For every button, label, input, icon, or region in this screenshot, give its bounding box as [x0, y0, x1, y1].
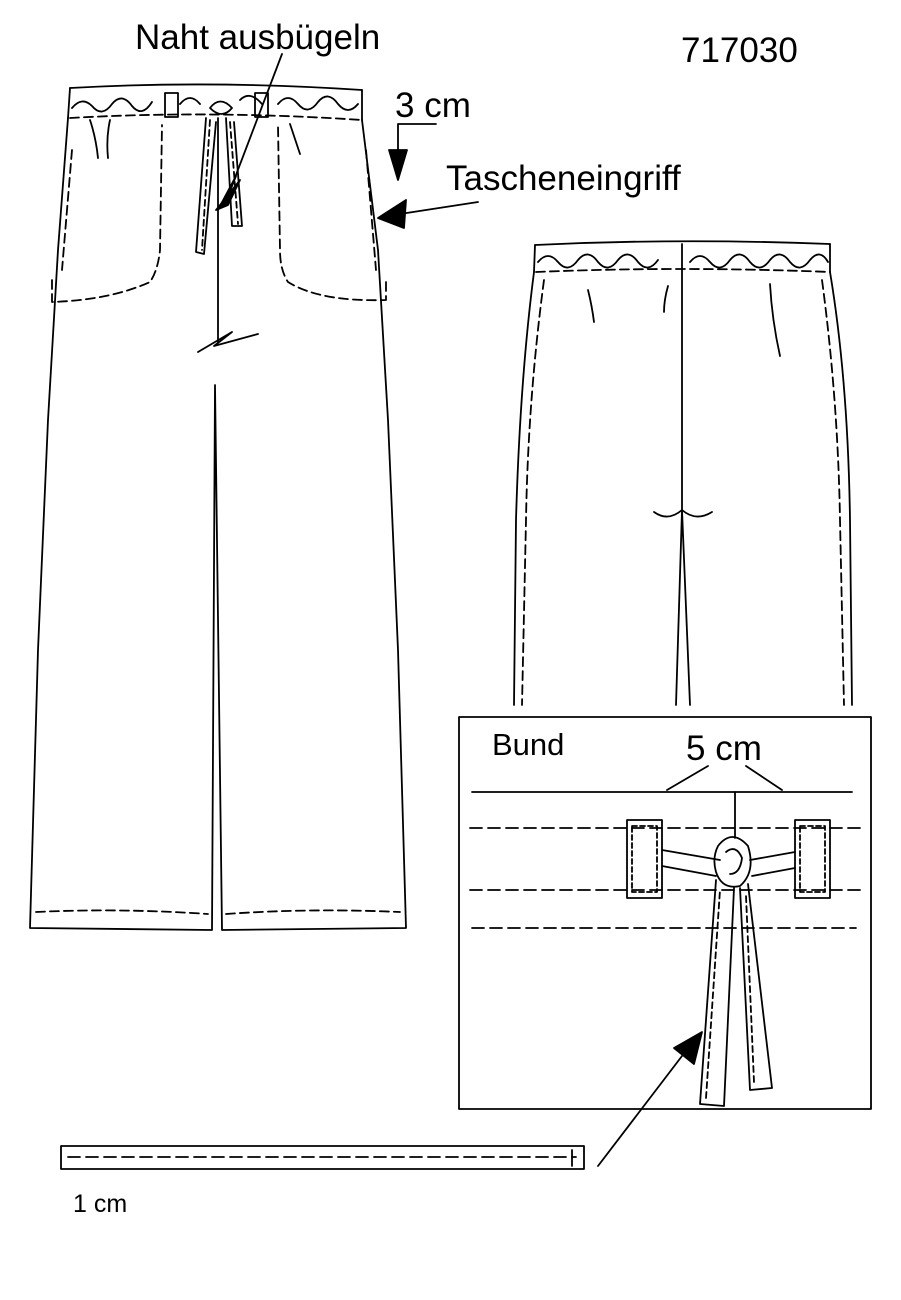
waist-height-label: 3 cm — [395, 86, 471, 125]
tie-width-label: 1 cm — [73, 1190, 128, 1218]
front-outline — [29, 117, 407, 931]
seam-arrow — [215, 179, 241, 211]
front-waistband — [67, 83, 363, 121]
front-tie — [195, 100, 243, 255]
tie-strip — [60, 1145, 585, 1170]
waistband-detail-box — [458, 716, 872, 1110]
pocket-arrow — [377, 199, 407, 229]
pocket-note-label: Tascheneingriff — [446, 159, 681, 198]
back-outline — [513, 271, 853, 706]
front-view-trousers — [29, 83, 407, 931]
seam-note-label: Naht ausbügeln — [135, 18, 381, 57]
waist-arrow — [388, 149, 408, 181]
loop-spacing-label: 5 cm — [686, 729, 762, 768]
tie-arrow — [673, 1031, 703, 1065]
waistband-title-label: Bund — [492, 727, 565, 762]
article-number-label: 717030 — [681, 31, 798, 70]
back-view-trousers — [513, 240, 853, 706]
leader-lines — [215, 53, 703, 1167]
